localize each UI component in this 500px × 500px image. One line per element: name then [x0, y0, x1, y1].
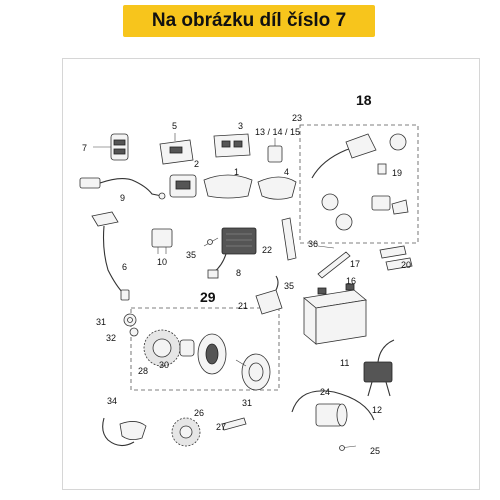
part-1-cover [203, 174, 253, 199]
label-21: 21 [238, 301, 248, 311]
label-28: 28 [138, 366, 148, 376]
part-34-sensor [102, 417, 147, 447]
label-34: 34 [107, 396, 117, 406]
label-3: 3 [238, 121, 243, 131]
part-35-screw-upper [203, 237, 219, 247]
part-21-coil [255, 275, 283, 315]
label-17: 17 [350, 259, 360, 269]
part-18-lock-set [311, 133, 409, 231]
label-12: 12 [372, 405, 382, 415]
label-4: 4 [284, 167, 289, 177]
part-17-bar [317, 251, 351, 279]
label-18: 18 [356, 92, 372, 108]
part-29-flywheel [197, 333, 227, 375]
label-30: 30 [159, 360, 169, 370]
part-24-starter [291, 390, 375, 427]
part-27-pin [221, 417, 247, 431]
part-22-rod [281, 217, 297, 261]
part-8-regulator [207, 227, 257, 279]
group-29-box [130, 307, 280, 391]
label-10: 10 [157, 257, 167, 267]
part-5-switch [159, 133, 194, 165]
label-36: 36 [308, 239, 318, 249]
part-6-cable [91, 211, 130, 301]
part-10-relay [151, 228, 173, 254]
label-13-15: 13 / 14 / 15 [255, 127, 300, 137]
label-9: 9 [120, 193, 125, 203]
part-36-screw [317, 245, 335, 249]
label-19: 19 [392, 168, 402, 178]
label-23: 23 [292, 113, 302, 123]
part-7-connector [93, 133, 129, 161]
label-35-upper: 35 [186, 250, 196, 260]
label-20: 20 [401, 260, 411, 270]
label-6: 6 [122, 262, 127, 272]
title-banner: Na obrázku díl číslo 7 [123, 5, 375, 37]
part-30-bearing [179, 339, 195, 357]
part-13-15-switch [267, 138, 283, 163]
banner-title: Na obrázku díl číslo 7 [151, 10, 347, 31]
label-26: 26 [194, 408, 204, 418]
label-24: 24 [320, 387, 330, 397]
label-29: 29 [200, 289, 216, 305]
label-2: 2 [194, 159, 199, 169]
part-29-stator [235, 353, 271, 391]
part-25-screw [339, 445, 357, 451]
label-32: 32 [106, 333, 116, 343]
part-11-relay [363, 339, 395, 397]
label-5: 5 [172, 121, 177, 131]
part-28-gear [143, 329, 181, 367]
label-22: 22 [262, 245, 272, 255]
part-2-panel [169, 174, 197, 198]
label-27: 27 [216, 422, 226, 432]
label-11: 11 [340, 358, 349, 368]
part-31-32-bearing [123, 313, 139, 337]
label-8: 8 [236, 268, 241, 278]
label-7: 7 [82, 143, 87, 153]
diagram-frame [62, 58, 480, 490]
part-3-switch-block [213, 133, 251, 158]
label-31-left: 31 [96, 317, 106, 327]
label-35-lower: 35 [284, 281, 294, 291]
group-18-box [299, 124, 419, 244]
label-31-right: 31 [242, 398, 252, 408]
part-20-keys [379, 245, 413, 271]
part-16-battery [303, 283, 367, 345]
part-26-gear [171, 417, 201, 447]
label-16: 16 [346, 276, 356, 286]
label-1: 1 [234, 167, 239, 177]
part-4-cover [257, 176, 297, 200]
label-25: 25 [370, 446, 380, 456]
part-9-harness [79, 177, 166, 200]
